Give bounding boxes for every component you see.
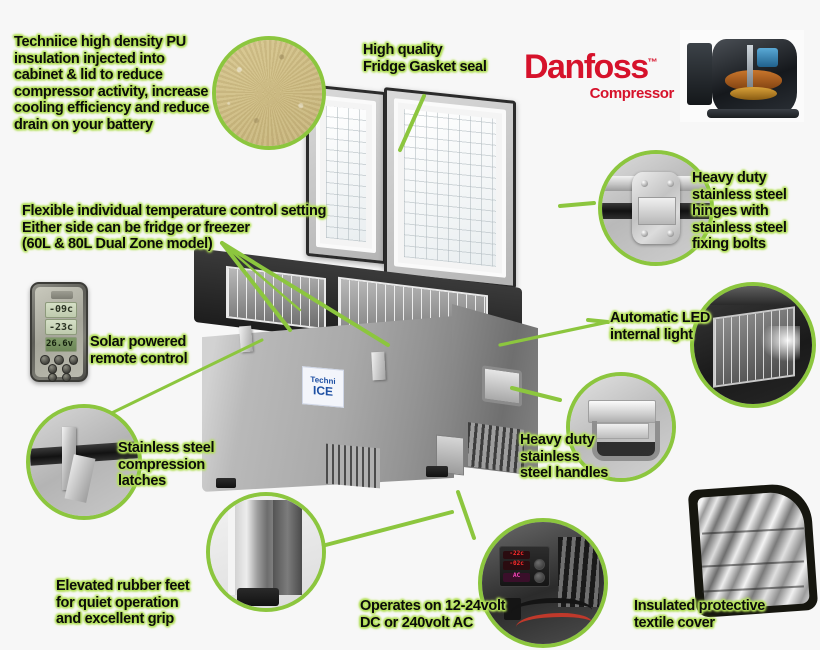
fixing-bolt-icon	[640, 229, 648, 237]
control-display-line3: AC	[503, 573, 531, 582]
hinge-scene	[602, 154, 710, 262]
right-lid-open	[384, 87, 516, 289]
rubber-foot	[216, 478, 236, 488]
remote-display-voltage: 26.6v	[44, 336, 78, 352]
callout-temperature-control: Flexible individual temperature control …	[22, 203, 327, 253]
side-vent-grille	[468, 422, 524, 474]
right-lid-insulation-panel	[394, 98, 506, 278]
stainless-hinge-photo	[598, 150, 714, 266]
led-internal-light-photo	[690, 282, 816, 408]
remote-key-1[interactable]	[39, 355, 50, 366]
compressor-base	[707, 109, 800, 119]
condenser-fins	[557, 536, 600, 608]
badge-line2: ICE	[312, 383, 333, 399]
compression-latch-right[interactable]	[371, 351, 386, 381]
remote-key-3[interactable]	[68, 355, 79, 366]
rubber-feet-photo	[206, 492, 326, 612]
callout-handles: Heavy duty stainless steel handles	[520, 432, 608, 482]
remote-key-7[interactable]	[61, 372, 71, 382]
motor-copper-coil	[724, 70, 782, 91]
callout-hinges: Heavy duty stainless steel hinges with s…	[692, 170, 787, 253]
handle-scene	[570, 376, 672, 478]
callout-led-light: Automatic LED internal light	[610, 310, 711, 343]
control-panel-scene: -22c -02c AC	[482, 522, 604, 644]
callout-textile-cover: Insulated protective textile cover	[634, 598, 765, 631]
remote-display-zone1: -09c	[44, 302, 78, 318]
danfoss-wordmark: Danfoss™	[524, 50, 674, 84]
danfoss-logo: Danfoss™ Compressor	[524, 50, 674, 102]
danfoss-name: Danfoss	[524, 48, 649, 86]
control-button-up[interactable]	[533, 559, 545, 571]
black-power-cable	[511, 597, 592, 625]
solar-panel	[51, 290, 74, 299]
cabinet-corner-shadow	[272, 500, 302, 595]
fixing-bolt-icon	[640, 179, 648, 187]
compressor-control-module	[687, 42, 713, 106]
cylinder-block	[756, 48, 778, 67]
trademark-symbol: ™	[647, 57, 658, 69]
rubber-foot	[236, 587, 280, 606]
compression-latch-left[interactable]	[239, 325, 253, 353]
digital-control-panel: -22c -02c AC	[499, 546, 550, 588]
hinge-knuckle	[637, 197, 677, 226]
control-display-line2: -02c	[503, 561, 531, 571]
callout-compression-latches: Stainless steel compression latches	[118, 440, 215, 490]
insulated-textile-cover-photo	[687, 481, 819, 619]
crank-shaft	[746, 44, 754, 88]
insulation-texture	[404, 109, 496, 267]
side-carry-handle[interactable]	[482, 365, 522, 407]
remote-key-2[interactable]	[54, 355, 64, 366]
fixing-bolt-icon	[666, 229, 674, 237]
remote-display-zone2: -23c	[44, 319, 78, 335]
remote-key-6[interactable]	[47, 372, 57, 382]
cabinet-corner	[227, 500, 278, 595]
control-display-line1: -22c	[503, 550, 531, 560]
solar-powered-remote-control[interactable]: -09c -23c 26.6v	[30, 282, 88, 382]
red-power-cable	[516, 613, 592, 637]
techni-ice-badge: Techni ICE	[302, 366, 344, 408]
callout-gasket-seal: High quality Fridge Gasket seal	[363, 42, 487, 75]
front-vent-grille	[326, 443, 380, 489]
foam-texture	[216, 40, 322, 146]
compressor-cutaway-photo	[680, 30, 804, 122]
handle-bar	[592, 420, 660, 461]
danfoss-subtitle: Compressor	[589, 85, 675, 102]
feet-scene	[210, 496, 322, 608]
handle-mount-plate	[588, 400, 656, 423]
callout-rubber-feet: Elevated rubber feet for quiet operation…	[56, 578, 190, 628]
badge-text: Techni ICE	[310, 375, 335, 399]
rubber-foot	[426, 466, 448, 477]
control-panel-photo: -22c -02c AC	[478, 518, 608, 648]
stainless-handle-photo	[566, 372, 676, 482]
cabinet-rim	[694, 286, 812, 305]
interior-scene	[694, 286, 812, 404]
fixing-bolt-icon	[666, 179, 674, 187]
callout-remote-control: Solar powered remote control	[90, 334, 188, 367]
led-glow	[760, 326, 801, 362]
remote-faceplate: -09c -23c 26.6v	[35, 287, 83, 382]
pu-insulation-photo	[212, 36, 326, 150]
callout-pu-insulation: Techniice high density PU insulation inj…	[14, 34, 210, 133]
callout-power: Operates on 12-24volt DC or 240volt AC	[360, 598, 506, 631]
control-button-down[interactable]	[533, 571, 545, 583]
motor-copper-coil	[729, 87, 777, 100]
